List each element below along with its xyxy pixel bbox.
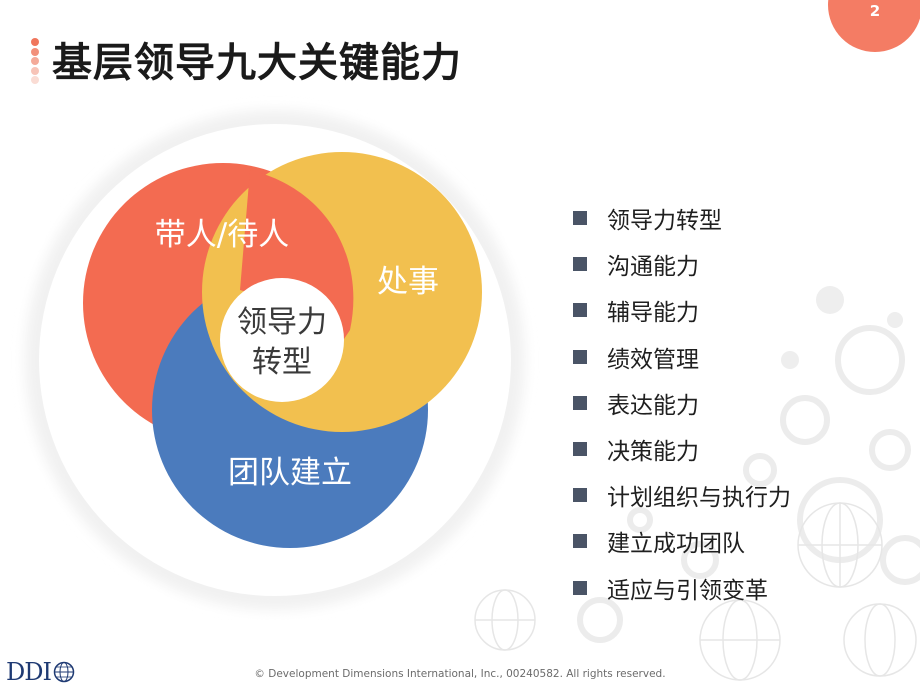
logo-text: DDI [6,658,52,686]
yellow-circle-label: 处事 [377,264,439,300]
list-item: 辅导能力 [573,287,791,333]
list-item: 表达能力 [573,380,791,426]
square-bullet-icon [573,303,587,318]
center-label-line1: 领导力 [237,305,327,340]
list-item: 绩效管理 [573,334,791,380]
square-bullet-icon [573,580,587,595]
blue-circle-label: 团队建立 [228,455,352,491]
square-bullet-icon [573,395,587,410]
ddi-logo: DDI [6,658,75,686]
square-bullet-icon [573,442,587,457]
square-bullet-icon [573,349,587,364]
red-circle-label: 带人/待人 [155,217,289,253]
list-item-label: 表达能力 [607,392,699,419]
square-bullet-icon [573,257,587,272]
list-item: 沟通能力 [573,241,791,287]
center-disc [220,278,344,402]
page-number: 2 [869,2,881,20]
list-item: 决策能力 [573,426,791,472]
title-accent-dots [31,38,41,86]
list-item: 计划组织与执行力 [573,472,791,518]
slide-title: 基层领导九大关键能力 [52,40,462,86]
square-bullet-icon [573,534,587,549]
list-item-label: 适应与引领变革 [607,577,768,604]
list-item-label: 领导力转型 [607,208,722,235]
copyright-text: © Development Dimensions International, … [254,668,666,680]
list-item-label: 计划组织与执行力 [607,485,791,512]
square-bullet-icon [573,211,587,226]
list-item: 领导力转型 [573,195,791,241]
list-item-label: 沟通能力 [607,254,699,281]
list-item: 适应与引领变革 [573,565,791,611]
list-item-label: 绩效管理 [607,346,699,373]
competency-swirl-diagram: 带人/待人 处事 团队建立 领导力 转型 [25,110,525,610]
list-item: 建立成功团队 [573,518,791,564]
list-item-label: 辅导能力 [607,300,699,327]
square-bullet-icon [573,488,587,503]
list-item-label: 决策能力 [607,439,699,466]
competency-list: 领导力转型 沟通能力 辅导能力 绩效管理 表达能力 决策能力 计划组织与执行力 … [573,195,791,611]
globe-icon [53,661,75,683]
list-item-label: 建立成功团队 [607,531,745,558]
center-label-line2: 转型 [252,345,312,380]
